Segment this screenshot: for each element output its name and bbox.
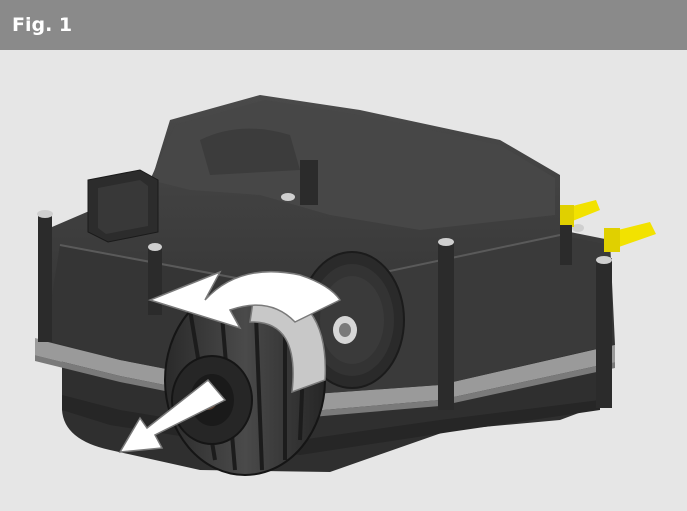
figure-illustration — [0, 50, 687, 511]
rotation-arrow-icon — [147, 270, 342, 394]
housing-bolts — [37, 160, 612, 410]
figure-header: Fig. 1 — [0, 0, 687, 50]
pull-arrow-icon — [118, 378, 227, 453]
figure-title: Fig. 1 — [12, 14, 73, 36]
yellow-connectors — [560, 200, 656, 265]
housing-flange — [35, 338, 615, 418]
electrical-connector — [87, 169, 159, 243]
